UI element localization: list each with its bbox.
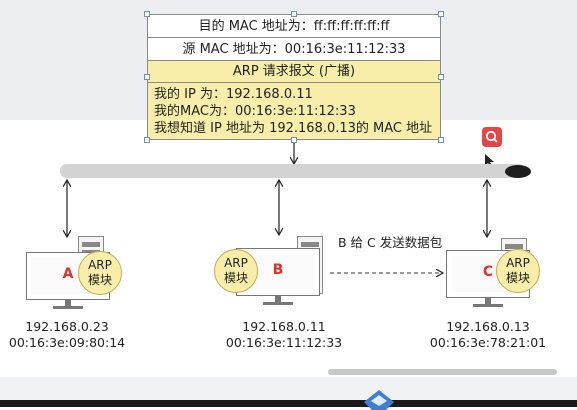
arp-label-line1: ARP — [88, 258, 112, 272]
arp-label-line2: 模块 — [223, 271, 248, 285]
selection-handle[interactable] — [291, 11, 297, 17]
host-c-base — [473, 304, 503, 307]
search-button[interactable] — [482, 127, 502, 147]
host-a-stand — [65, 300, 71, 306]
network-bus — [60, 164, 525, 178]
cursor-icon — [485, 154, 494, 168]
taskbar-strip — [0, 400, 577, 407]
arp-label-line1: ARP — [224, 256, 248, 270]
host-b-arp-module: ARP 模块 — [214, 249, 258, 293]
selection-handle[interactable] — [144, 137, 150, 143]
host-c-ip: 192.168.0.13 — [446, 319, 530, 334]
bus-terminator — [505, 165, 531, 178]
selection-handle[interactable] — [291, 137, 297, 143]
selection-handle[interactable] — [144, 11, 150, 17]
arp-body-line-ip: 我的 IP 为：192.168.0.11 — [154, 87, 313, 102]
host-b-base — [263, 302, 293, 305]
host-b-stand — [275, 296, 281, 302]
selection-handle[interactable] — [438, 11, 444, 17]
host-a-base — [53, 306, 83, 309]
arp-type-row: ARP 请求报文 (广播) — [148, 61, 440, 83]
arp-body-line-mac: 我的MAC为：00:16:3e:11:12:33 — [154, 104, 356, 119]
host-c-arp-module: ARP 模块 — [496, 249, 540, 293]
host-c-letter: C — [482, 264, 494, 280]
host-a-mac: 00:16:3e:09:80:14 — [8, 335, 126, 350]
send-caption: B 给 C 发送数据包 — [338, 235, 443, 250]
search-icon — [485, 130, 498, 143]
dest-mac-row: 目的 MAC 地址为：ff:ff:ff:ff:ff:ff — [148, 15, 440, 38]
horizontal-scrollbar[interactable] — [328, 369, 557, 375]
host-b-letter: B — [272, 262, 284, 278]
arp-label-line1: ARP — [506, 256, 530, 270]
host-a-letter: A — [62, 266, 74, 282]
arp-body: 我的 IP 为：192.168.0.11 我的MAC为：00:16:3e:11:… — [148, 83, 440, 139]
selection-handle[interactable] — [438, 137, 444, 143]
host-b-mac: 00:16:3e:11:12:33 — [225, 335, 343, 350]
src-mac-row: 源 MAC 地址为：00:16:3e:11:12:33 — [148, 38, 440, 61]
host-c-mac: 00:16:3e:78:21:01 — [429, 335, 547, 350]
selection-handle[interactable] — [438, 74, 444, 80]
app-logo-icon — [364, 390, 394, 410]
arp-label-line2: 模块 — [87, 273, 112, 287]
host-b-ip: 192.168.0.11 — [242, 319, 326, 334]
host-a-ip: 192.168.0.23 — [25, 319, 109, 334]
arp-body-line-query: 我想知道 IP 地址为 192.168.0.13的 MAC 地址 — [154, 121, 433, 136]
selection-handle[interactable] — [144, 74, 150, 80]
arp-label-line2: 模块 — [505, 271, 530, 285]
arp-request-frame: 目的 MAC 地址为：ff:ff:ff:ff:ff:ff 源 MAC 地址为：0… — [147, 14, 441, 140]
host-c-stand — [485, 298, 491, 304]
host-a-arp-module: ARP 模块 — [78, 251, 122, 295]
